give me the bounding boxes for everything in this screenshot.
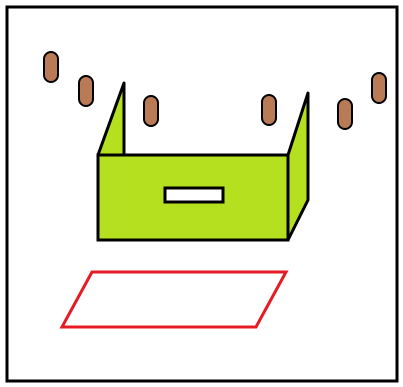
falling-item[interactable] — [44, 52, 58, 82]
falling-item[interactable] — [372, 73, 386, 103]
box-left-flap — [98, 83, 124, 155]
falling-item[interactable] — [79, 76, 93, 106]
box-slot — [165, 188, 223, 202]
falling-item[interactable] — [144, 96, 158, 126]
falling-item[interactable] — [262, 95, 276, 125]
box-right-side — [288, 93, 308, 240]
target-zone — [62, 272, 286, 327]
falling-items — [44, 52, 386, 129]
falling-item[interactable] — [338, 99, 352, 129]
